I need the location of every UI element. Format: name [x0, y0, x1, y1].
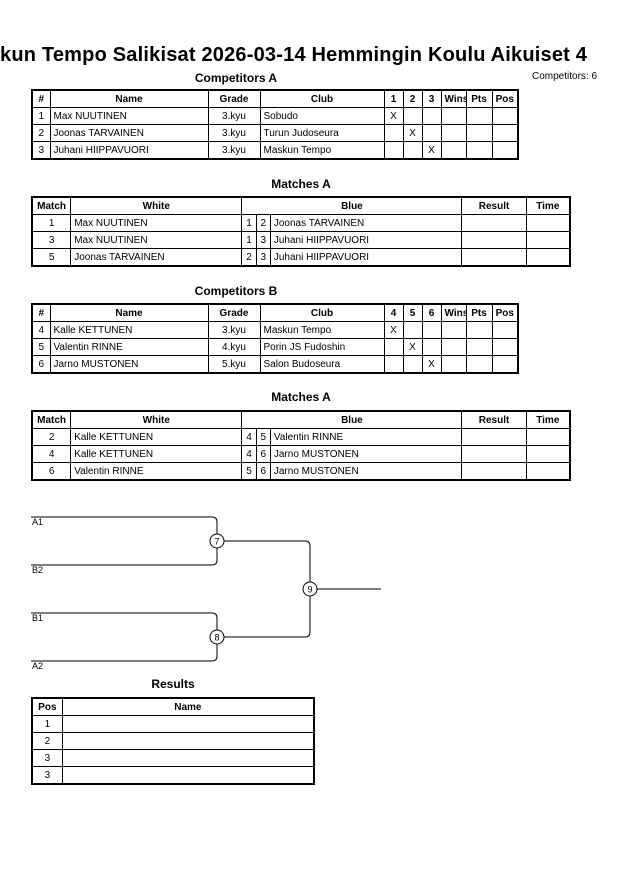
results-heading: Results	[151, 677, 195, 691]
time-cell	[525, 231, 571, 249]
table-row: 2	[31, 732, 315, 750]
competitors-b-header-row: # Name Grade Club 4 5 6 Wins Pts Pos	[31, 303, 519, 322]
white-competitor: Valentin RINNE	[70, 462, 243, 481]
cross-mark: X	[402, 338, 423, 356]
pos-cell	[491, 141, 519, 160]
result-name	[61, 732, 315, 750]
bracket-line	[31, 516, 218, 566]
competitor-num: 2	[31, 124, 51, 142]
time-cell	[525, 445, 571, 463]
white-num: 1	[241, 231, 257, 249]
white-competitor: Max NUUTINEN	[70, 231, 243, 249]
match-8-number: 8	[214, 633, 219, 643]
slot-b1-label: B1	[32, 613, 43, 623]
blue-num: 6	[255, 445, 271, 463]
matches-b-heading: Matches A	[271, 390, 331, 404]
matches-a-header-row: Match White Blue Result Time	[31, 196, 571, 215]
slot-b2-label: B2	[32, 565, 43, 575]
table-row: 2 Joonas TARVAINEN 3.kyu Turun Judoseura…	[31, 124, 519, 142]
table-row: 1 Max NUUTINEN 1 2 Joonas TARVAINEN	[31, 214, 571, 232]
blue-num: 3	[255, 248, 271, 267]
match-7-circle	[209, 533, 225, 549]
pos-cell	[491, 338, 519, 356]
competitor-name: Joonas TARVAINEN	[49, 124, 209, 142]
table-row: 6 Jarno MUSTONEN 5.kyu Salon Budoseura X	[31, 355, 519, 374]
blue-num: 3	[255, 231, 271, 249]
result-cell	[461, 248, 527, 267]
competitors-b-heading: Competitors B	[194, 284, 278, 298]
table-row: 3	[31, 749, 315, 767]
competitor-name: Juhani HIIPPAVUORI	[49, 141, 209, 160]
results-header-row: Pos Name	[31, 697, 315, 716]
match-9-circle	[302, 581, 318, 597]
col-pos: Pos	[31, 697, 63, 716]
pos-cell	[491, 124, 519, 142]
competitor-club: Turun Judoseura	[259, 124, 385, 142]
bracket-line	[224, 540, 311, 638]
matches-b-header-row: Match White Blue Result Time	[31, 410, 571, 429]
result-pos: 2	[31, 732, 63, 750]
match-7-number: 7	[214, 537, 219, 547]
competitors-b-table: # Name Grade Club 4 5 6 Wins Pts Pos 4 K…	[31, 303, 519, 374]
table-row: 2 Kalle KETTUNEN 4 5 Valentin RINNE	[31, 428, 571, 446]
result-cell	[461, 231, 527, 249]
result-name	[61, 715, 315, 733]
slot-a2-label: A2	[32, 661, 43, 671]
competitor-num: 6	[31, 355, 51, 374]
table-row: 5 Joonas TARVAINEN 2 3 Juhani HIIPPAVUOR…	[31, 248, 571, 267]
time-cell	[525, 248, 571, 267]
page-title: kun Tempo Salikisat 2026-03-14 Hemmingin…	[0, 44, 588, 66]
col-name: Name	[61, 697, 315, 716]
blue-competitor: Juhani HIIPPAVUORI	[269, 231, 463, 249]
bracket-line	[31, 612, 218, 662]
slot-a1-label: A1	[32, 517, 43, 527]
competitors-a-table: # Name Grade Club 1 2 3 Wins Pts Pos 1 M…	[31, 89, 519, 160]
matches-b-table: Match White Blue Result Time 2 Kalle KET…	[31, 410, 571, 481]
matches-a-table: Match White Blue Result Time 1 Max NUUTI…	[31, 196, 571, 267]
table-row: 5 Valentin RINNE 4.kyu Porin JS Fudoshin…	[31, 338, 519, 356]
match-9-number: 9	[307, 585, 312, 595]
result-cell	[461, 445, 527, 463]
table-row: 6 Valentin RINNE 5 6 Jarno MUSTONEN	[31, 462, 571, 481]
table-row: 3 Juhani HIIPPAVUORI 3.kyu Maskun Tempo …	[31, 141, 519, 160]
competitors-a-heading: Competitors A	[194, 71, 278, 85]
competitors-count: Competitors: 6	[532, 71, 598, 82]
result-pos: 3	[31, 749, 63, 767]
result-cell	[461, 462, 527, 481]
table-row: 1 Max NUUTINEN 3.kyu Sobudo X	[31, 107, 519, 125]
result-pos: 1	[31, 715, 63, 733]
matches-a-heading: Matches A	[271, 177, 331, 191]
white-num: 5	[241, 462, 257, 481]
time-cell	[525, 462, 571, 481]
competitor-club: Salon Budoseura	[259, 355, 385, 374]
result-pos: 3	[31, 766, 63, 785]
match-8-circle	[209, 629, 225, 645]
result-name	[61, 749, 315, 767]
result-name	[61, 766, 315, 785]
results-table: Pos Name 1 2 3 3	[31, 697, 315, 785]
table-row: 4 Kalle KETTUNEN 4 6 Jarno MUSTONEN	[31, 445, 571, 463]
blue-num: 6	[255, 462, 271, 481]
table-row: 3 Max NUUTINEN 1 3 Juhani HIIPPAVUORI	[31, 231, 571, 249]
table-row: 3	[31, 766, 315, 785]
table-row: 1	[31, 715, 315, 733]
pos-cell	[491, 355, 519, 374]
